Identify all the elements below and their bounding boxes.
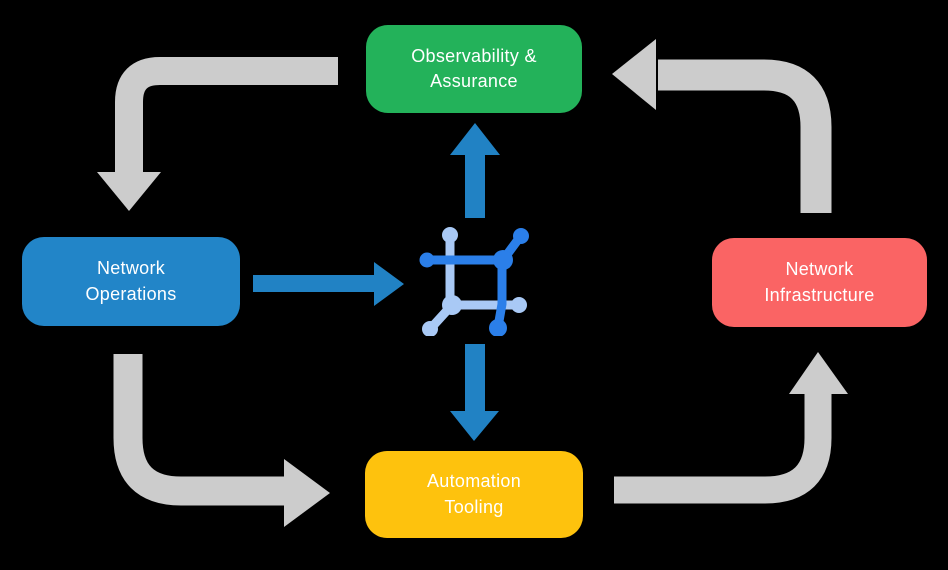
node-automation-tooling: Automation Tooling: [365, 451, 583, 538]
node-network-operations-label: Network Operations: [85, 258, 177, 304]
network-automation-icon-dark-nodes: [419, 228, 529, 336]
arrow-infrastructure-to-observability: [612, 39, 832, 213]
arrow-automation-to-infrastructure: [614, 352, 848, 504]
network-automation-icon: [419, 227, 529, 336]
arrow-center-to-observability: [450, 123, 500, 218]
network-automation-icon-light-nodes: [422, 227, 527, 336]
arrow-infrastructure-to-observability-body: [658, 59, 832, 213]
arrow-observability-to-operations: [97, 57, 338, 211]
node-network-infrastructure-label: Network Infrastructure: [764, 259, 875, 305]
arrow-automation-to-infrastructure-head: [789, 352, 848, 394]
arrow-observability-to-operations-head: [97, 172, 161, 211]
node-network-infrastructure: Network Infrastructure: [712, 238, 927, 327]
node-observability-assurance-label: Observability & Assurance: [411, 45, 537, 91]
node-observability-assurance: Observability & Assurance: [366, 25, 582, 113]
arrow-center-to-automation: [450, 344, 499, 441]
arrow-operations-to-center: [253, 262, 404, 306]
node-network-operations: Network Operations: [22, 237, 240, 326]
node-automation-tooling-label: Automation Tooling: [426, 471, 522, 517]
arrow-operations-to-automation: [113, 354, 330, 527]
arrow-operations-to-automation-body: [113, 354, 286, 506]
arrow-automation-to-infrastructure-body: [614, 392, 832, 504]
arrow-operations-to-automation-head: [284, 459, 330, 527]
arrow-observability-to-operations-body: [115, 57, 338, 175]
arrow-infrastructure-to-observability-head: [612, 39, 656, 110]
